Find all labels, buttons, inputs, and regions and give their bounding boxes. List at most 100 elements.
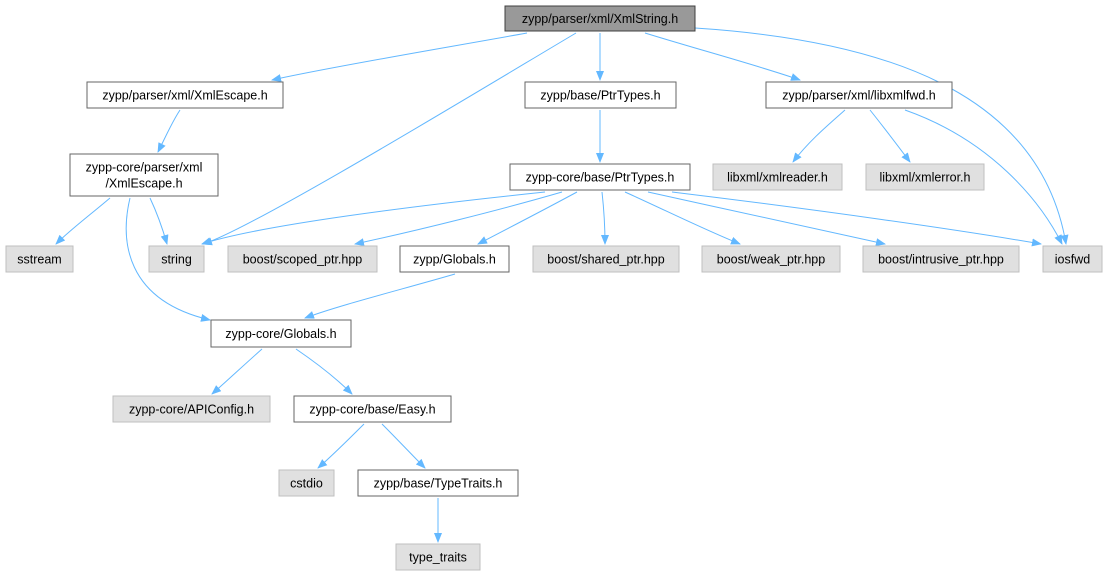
edge-xmlescape-to-coreescape <box>157 109 181 153</box>
node-coreescape[interactable]: zypp-core/parser/xml/XmlEscape.h <box>69 153 219 197</box>
edge-root-to-xmlescape <box>271 32 528 82</box>
node-box <box>532 245 680 273</box>
node-label: zypp-core/base/PtrTypes.h <box>526 171 675 185</box>
edge-line <box>624 191 741 245</box>
edge-coreescape-to-sstream <box>55 197 111 245</box>
edge-easy-to-cstdio <box>317 423 365 469</box>
node-label: zypp-core/Globals.h <box>225 327 336 341</box>
node-box <box>765 81 953 109</box>
node-box <box>112 395 271 423</box>
node-label: zypp/Globals.h <box>413 253 496 267</box>
node-box <box>712 163 843 191</box>
edge-line <box>671 191 1042 247</box>
edge-line <box>202 32 577 246</box>
node-label: zypp-core/APIConfig.h <box>129 403 254 417</box>
node-box <box>148 245 205 273</box>
node-easy[interactable]: zypp-core/base/Easy.h <box>293 395 452 423</box>
node-type_traits: type_traits <box>395 543 481 571</box>
edge-line <box>477 191 578 245</box>
edge-line <box>317 423 365 469</box>
edge-line <box>354 191 563 247</box>
node-label: zypp-core/parser/xml <box>86 161 203 175</box>
node-label: type_traits <box>409 551 467 565</box>
nodes-layer: zypp/parser/xml/XmlString.h zypp/parser/x… <box>5 5 1103 571</box>
edge-line <box>647 191 886 247</box>
node-iosfwd: iosfwd <box>1042 245 1103 273</box>
edge-line <box>304 273 456 319</box>
node-box <box>227 245 378 273</box>
edge-coreptr-to-zglobals <box>477 191 578 245</box>
edge-coreescape-to-string <box>149 197 169 245</box>
node-label: string <box>161 253 192 267</box>
edge-line <box>55 197 111 245</box>
node-label: boost/scoped_ptr.hpp <box>243 253 363 267</box>
edge-coreglobals-to-apiconfig <box>211 348 263 395</box>
node-box <box>69 153 219 197</box>
node-label: libxml/xmlerror.h <box>880 171 971 185</box>
node-typetraits[interactable]: zypp/base/TypeTraits.h <box>357 469 519 497</box>
node-box <box>504 5 696 32</box>
node-label: boost/intrusive_ptr.hpp <box>878 253 1004 267</box>
node-label: libxml/xmlreader.h <box>727 171 828 185</box>
edge-root-to-libxmlfwd <box>644 32 801 81</box>
node-libxmlfwd[interactable]: zypp/parser/xml/libxmlfwd.h <box>765 81 953 109</box>
node-sstream: sstream <box>5 245 74 273</box>
node-box <box>399 245 510 273</box>
node-label: zypp/parser/xml/libxmlfwd.h <box>782 89 936 103</box>
node-baseptr[interactable]: zypp/base/PtrTypes.h <box>524 81 677 109</box>
node-box <box>5 245 74 273</box>
node-label: zypp/parser/xml/XmlString.h <box>522 12 678 26</box>
node-string: string <box>148 245 205 273</box>
edge-root-to-iosfwd <box>694 27 1069 245</box>
node-xmlescape[interactable]: zypp/parser/xml/XmlEscape.h <box>86 81 284 109</box>
edge-line <box>157 109 181 153</box>
edge-libxmlfwd-to-iosfwd <box>904 109 1063 245</box>
node-intrusive: boost/intrusive_ptr.hpp <box>862 245 1020 273</box>
node-coreptr[interactable]: zypp-core/base/PtrTypes.h <box>509 163 691 191</box>
node-box <box>86 81 284 109</box>
edge-line <box>381 423 426 469</box>
node-box <box>395 543 481 571</box>
node-xmlreader: libxml/xmlreader.h <box>712 163 843 191</box>
node-label: sstream <box>17 253 61 267</box>
node-box <box>524 81 677 109</box>
node-box <box>509 163 691 191</box>
edge-coreptr-to-shared <box>600 191 609 245</box>
edge-easy-to-typetraits <box>381 423 426 469</box>
edge-line <box>295 348 353 395</box>
node-coreglobals[interactable]: zypp-core/Globals.h <box>210 319 352 348</box>
edge-coreescape-to-coreglobals <box>125 197 211 322</box>
edge-line <box>904 109 1063 245</box>
edge-coreptr-to-scoped <box>354 191 563 247</box>
node-shared: boost/shared_ptr.hpp <box>532 245 680 273</box>
edge-coreglobals-to-easy <box>295 348 353 395</box>
edge-line <box>271 32 528 82</box>
edge-line <box>600 191 609 245</box>
edge-libxmlfwd-to-xmlreader <box>792 109 846 163</box>
node-box <box>701 245 841 273</box>
edge-line <box>149 197 169 245</box>
edge-line <box>644 32 801 81</box>
node-label: zypp/parser/xml/XmlEscape.h <box>102 89 267 103</box>
edge-zglobals-to-coreglobals <box>304 273 456 319</box>
edge-line <box>211 348 263 395</box>
edge-coreptr-to-weak <box>624 191 741 245</box>
edge-line <box>694 27 1069 245</box>
node-cstdio: cstdio <box>278 469 335 497</box>
node-xmlerror: libxml/xmlerror.h <box>865 163 985 191</box>
edge-coreptr-to-string <box>201 191 546 246</box>
edge-libxmlfwd-to-xmlerror <box>869 109 911 163</box>
node-box <box>293 395 452 423</box>
node-box <box>357 469 519 497</box>
node-zglobals[interactable]: zypp/Globals.h <box>399 245 510 273</box>
node-label: zypp/base/TypeTraits.h <box>374 477 503 491</box>
node-box <box>862 245 1020 273</box>
edge-coreptr-to-intrusive <box>647 191 886 247</box>
node-box <box>278 469 335 497</box>
edge-root-to-string <box>202 32 577 246</box>
node-label: /XmlEscape.h <box>105 177 182 191</box>
edge-coreptr-to-iosfwd <box>671 191 1042 247</box>
node-root[interactable]: zypp/parser/xml/XmlString.h <box>504 5 696 32</box>
edge-line <box>201 191 546 246</box>
